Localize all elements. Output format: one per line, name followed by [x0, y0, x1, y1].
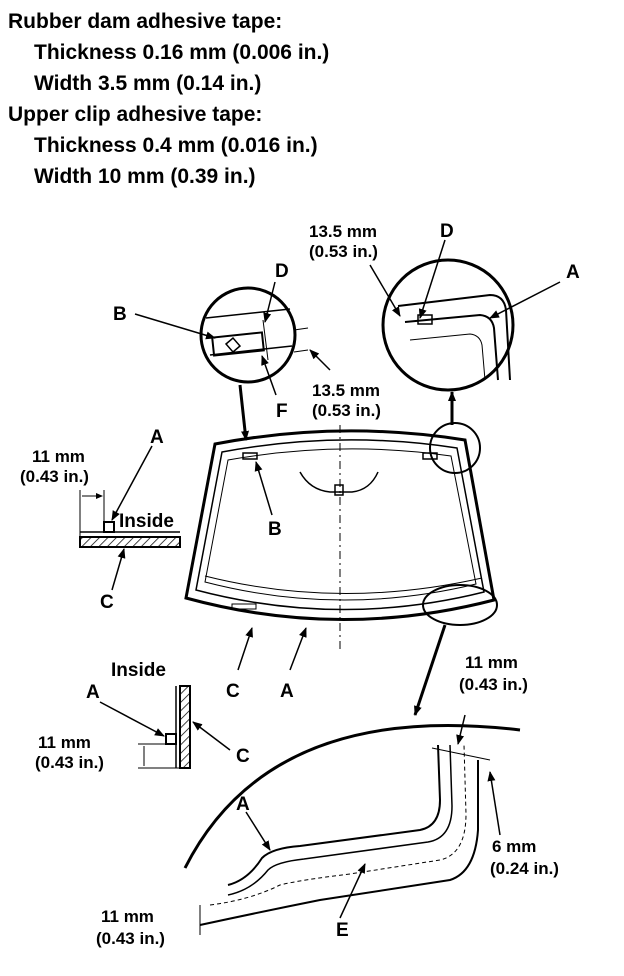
rubber-dam-heading: Rubber dam adhesive tape:: [8, 10, 283, 33]
dim-11-mm-lower-right: 11 mm: [465, 653, 518, 672]
label-a-windshield: A: [280, 681, 294, 702]
dim-6-mm: 6 mm: [492, 837, 536, 856]
label-c-section: C: [100, 592, 114, 613]
label-b-detail: B: [113, 304, 127, 325]
dim-13-5-in-right: (0.53 in.): [309, 242, 378, 261]
upper-clip-width: Width 10 mm (0.39 in.): [34, 165, 256, 188]
label-inside-lower: Inside: [111, 660, 166, 681]
label-a-right: A: [566, 262, 580, 283]
label-d-right: D: [440, 221, 454, 242]
detail-circle-right: [381, 258, 515, 392]
dim-11-in-vertical: (0.43 in.): [35, 753, 104, 772]
detail-lower-edge: [183, 723, 521, 935]
label-inside-upper: Inside: [119, 511, 174, 532]
rubber-dam-width: Width 3.5 mm (0.14 in.): [34, 72, 262, 95]
cross-section-vertical: [138, 685, 191, 769]
dim-11-mm-section: 11 mm: [32, 447, 85, 466]
label-e: E: [336, 920, 349, 941]
cross-section-horizontal: [79, 490, 181, 548]
label-a-lower: A: [236, 794, 250, 815]
detail-circle-left: [199, 286, 309, 384]
dim-13-5-in-left: (0.53 in.): [312, 401, 381, 420]
spec-block: Rubber dam adhesive tape: Thickness 0.16…: [8, 6, 329, 192]
windshield-glass: [184, 425, 496, 650]
upper-clip-thickness: Thickness 0.4 mm (0.016 in.): [34, 134, 318, 157]
dim-11-in-lower-right: (0.43 in.): [459, 675, 528, 694]
dim-11-in-lower-left: (0.43 in.): [96, 929, 165, 948]
callout-circle-corner: [429, 422, 481, 474]
dim-11-mm-lower-left: 11 mm: [101, 907, 154, 926]
label-a-vertical: A: [86, 682, 100, 703]
callout-circle-lower: [422, 584, 498, 626]
leader-lines: [99, 239, 561, 919]
label-b-windshield: B: [268, 519, 282, 540]
dim-6-in: (0.24 in.): [490, 859, 559, 878]
rubber-dam-thickness: Thickness 0.16 mm (0.006 in.): [34, 41, 330, 64]
label-f: F: [276, 401, 288, 422]
label-c-windshield: C: [226, 681, 240, 702]
upper-clip-heading: Upper clip adhesive tape:: [8, 103, 263, 126]
label-a-section: A: [150, 427, 164, 448]
dim-11-in-section: (0.43 in.): [20, 467, 89, 486]
dim-11-mm-vertical: 11 mm: [38, 733, 91, 752]
label-d-left: D: [275, 261, 289, 282]
label-c-vertical: C: [236, 746, 250, 767]
dim-13-5-mm-left: 13.5 mm: [312, 381, 380, 400]
dim-13-5-mm-right: 13.5 mm: [309, 222, 377, 241]
